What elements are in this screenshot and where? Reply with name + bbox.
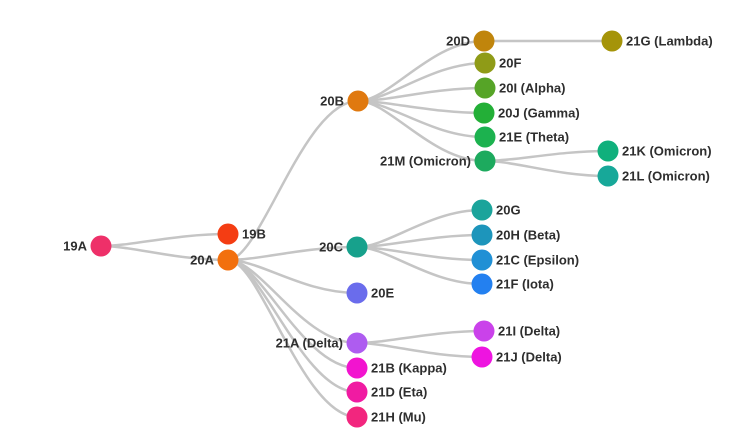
tree-link-20A-20B (227, 99, 359, 262)
tree-link-20A-21H (227, 258, 358, 419)
node-20F[interactable] (474, 52, 496, 74)
node-label-19B: 19B (242, 227, 266, 242)
node-21F[interactable] (471, 273, 493, 295)
node-label-21A: 21A (Delta) (276, 336, 343, 351)
node-20I[interactable] (474, 77, 496, 99)
node-21J[interactable] (471, 346, 493, 368)
node-21K[interactable] (597, 140, 619, 162)
node-label-20F: 20F (499, 56, 521, 71)
node-21M[interactable] (474, 150, 496, 172)
tree-link-21M-21L (484, 159, 609, 178)
node-21I[interactable] (473, 320, 495, 342)
node-label-20B: 20B (320, 94, 344, 109)
node-20G[interactable] (471, 199, 493, 221)
node-19A[interactable] (90, 235, 112, 257)
node-label-20G: 20G (496, 203, 521, 218)
node-label-21K: 21K (Omicron) (622, 144, 712, 159)
node-21B[interactable] (346, 357, 368, 379)
tree-link-20B-21M (357, 99, 486, 163)
node-19B[interactable] (217, 223, 239, 245)
node-label-20J: 20J (Gamma) (498, 106, 580, 121)
node-label-20E: 20E (371, 286, 394, 301)
node-label-21E: 21E (Theta) (499, 130, 569, 145)
tree-link-21A-21I (356, 329, 485, 345)
tree-link-20C-20H (356, 233, 483, 249)
node-21G[interactable] (601, 30, 623, 52)
tree-link-20A-20C (227, 245, 358, 262)
tree-link-20C-21F (356, 245, 483, 286)
node-20C[interactable] (346, 236, 368, 258)
node-label-20I: 20I (Alpha) (499, 81, 565, 96)
node-20E[interactable] (346, 282, 368, 304)
node-label-20H: 20H (Beta) (496, 228, 560, 243)
tree-link-20C-20G (356, 208, 483, 249)
tree-link-20B-20D (357, 39, 485, 103)
node-label-21H: 21H (Mu) (371, 410, 426, 425)
node-label-21D: 21D (Eta) (371, 385, 427, 400)
node-21C[interactable] (471, 249, 493, 271)
tree-link-21M-21K (484, 149, 609, 163)
node-20D[interactable] (473, 30, 495, 52)
node-label-21G: 21G (Lambda) (626, 34, 713, 49)
node-20B[interactable] (347, 90, 369, 112)
node-label-21L: 21L (Omicron) (622, 169, 710, 184)
node-label-21B: 21B (Kappa) (371, 361, 447, 376)
node-label-20A: 20A (190, 253, 214, 268)
node-label-21M: 21M (Omicron) (380, 154, 471, 169)
tree-link-21A-21J (356, 341, 483, 359)
node-label-19A: 19A (63, 239, 87, 254)
node-label-21I: 21I (Delta) (498, 324, 560, 339)
node-21A[interactable] (346, 332, 368, 354)
tree-link-20A-20E (227, 258, 358, 295)
node-21H[interactable] (346, 406, 368, 428)
node-label-21C: 21C (Epsilon) (496, 253, 579, 268)
node-20J[interactable] (473, 102, 495, 124)
node-label-21F: 21F (Iota) (496, 277, 554, 292)
node-label-21J: 21J (Delta) (496, 350, 562, 365)
node-label-20C: 20C (319, 240, 343, 255)
tree-link-20C-21C (356, 245, 483, 262)
node-21L[interactable] (597, 165, 619, 187)
node-21E[interactable] (474, 126, 496, 148)
node-20H[interactable] (471, 224, 493, 246)
node-21D[interactable] (346, 381, 368, 403)
tree-link-19A-19B (100, 232, 229, 248)
node-label-20D: 20D (446, 34, 470, 49)
tree-link-19A-20A (100, 244, 229, 262)
node-20A[interactable] (217, 249, 239, 271)
